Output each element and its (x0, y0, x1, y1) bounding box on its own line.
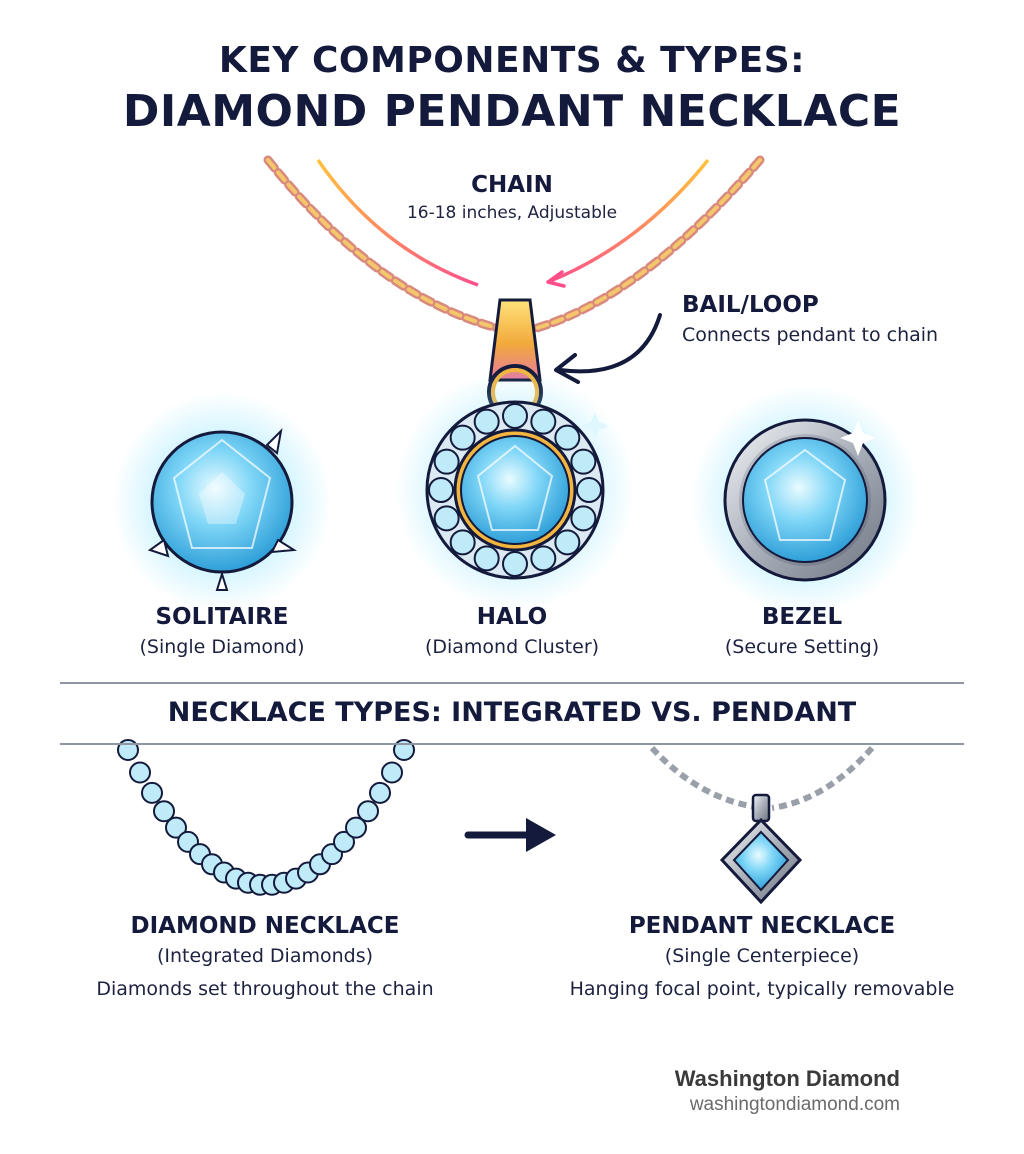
diamond-necklace-label: DIAMOND NECKLACE (130, 913, 400, 939)
halo-stone (473, 545, 500, 572)
halo-stone (449, 529, 476, 556)
title-line-1: KEY COMPONENTS & TYPES: (218, 40, 806, 81)
chain-arrows (316, 158, 710, 288)
necklace-bead (153, 800, 175, 823)
necklace-bead (129, 761, 151, 784)
necklace-bead (393, 739, 415, 761)
halo-label: HALO (476, 604, 548, 630)
halo-stone (570, 448, 597, 475)
bail-arrow (558, 313, 662, 374)
halo-stone (428, 477, 454, 503)
necklace-bead (381, 761, 403, 784)
solitaire-label: SOLITAIRE (155, 604, 289, 630)
chain-label: CHAIN (471, 172, 553, 198)
necklace-bead (117, 739, 139, 761)
halo-stone (433, 448, 460, 475)
pendant-necklace-detail: (Single Centerpiece) (664, 945, 860, 967)
necklace-bead (333, 830, 355, 853)
main-chain (263, 155, 765, 335)
halo-pendant (395, 370, 635, 610)
pendant-necklace-description: Hanging focal point, typically removable (569, 978, 955, 1000)
solitaire-detail: (Single Diamond) (139, 636, 305, 658)
bezel-pendant (690, 385, 920, 615)
types-arrow (464, 818, 556, 852)
halo-stone (502, 403, 528, 429)
pendant-necklace-label: PENDANT NECKLACE (628, 913, 896, 939)
section-divider-bottom (60, 743, 964, 745)
halo-stone (473, 408, 500, 435)
necklace-bead (141, 781, 163, 804)
necklace-bead (345, 816, 367, 839)
bezel-label: BEZEL (761, 604, 843, 630)
types-section-title: NECKLACE TYPES: INTEGRATED VS. PENDANT (167, 697, 857, 728)
halo-stone (433, 505, 460, 532)
halo-stone (449, 424, 476, 451)
halo-stone (554, 424, 581, 451)
bezel-detail: (Secure Setting) (724, 636, 880, 658)
brand-name: Washington Diamond (674, 1066, 900, 1091)
necklace-bead (165, 816, 187, 839)
diamond-necklace-description: Diamonds set throughout the chain (96, 978, 434, 1000)
halo-stone (570, 505, 597, 532)
halo-stone (530, 408, 557, 435)
necklace-bead (357, 800, 379, 823)
diamond-necklace-illustration (117, 739, 415, 896)
halo-detail: (Diamond Cluster) (424, 636, 600, 658)
solitaire-diamond (112, 392, 332, 612)
section-divider-top (60, 682, 964, 684)
pendant-necklace-illustration (649, 745, 875, 905)
chain-detail: 16-18 inches, Adjustable (406, 203, 618, 223)
halo-stone (502, 551, 528, 577)
halo-stone (554, 529, 581, 556)
diamond-necklace-detail: (Integrated Diamonds) (156, 945, 374, 967)
brand-url: washingtondiamond.com (689, 1094, 900, 1115)
bail-label: BAIL/LOOP (682, 292, 819, 318)
title-line-2: DIAMOND PENDANT NECKLACE (122, 86, 902, 137)
halo-stone (576, 477, 602, 503)
brand-block: Washington Diamond washingtondiamond.com (675, 1066, 900, 1116)
halo-stone (530, 545, 557, 572)
necklace-bead (369, 781, 391, 804)
bail-detail: Connects pendant to chain (682, 324, 939, 346)
